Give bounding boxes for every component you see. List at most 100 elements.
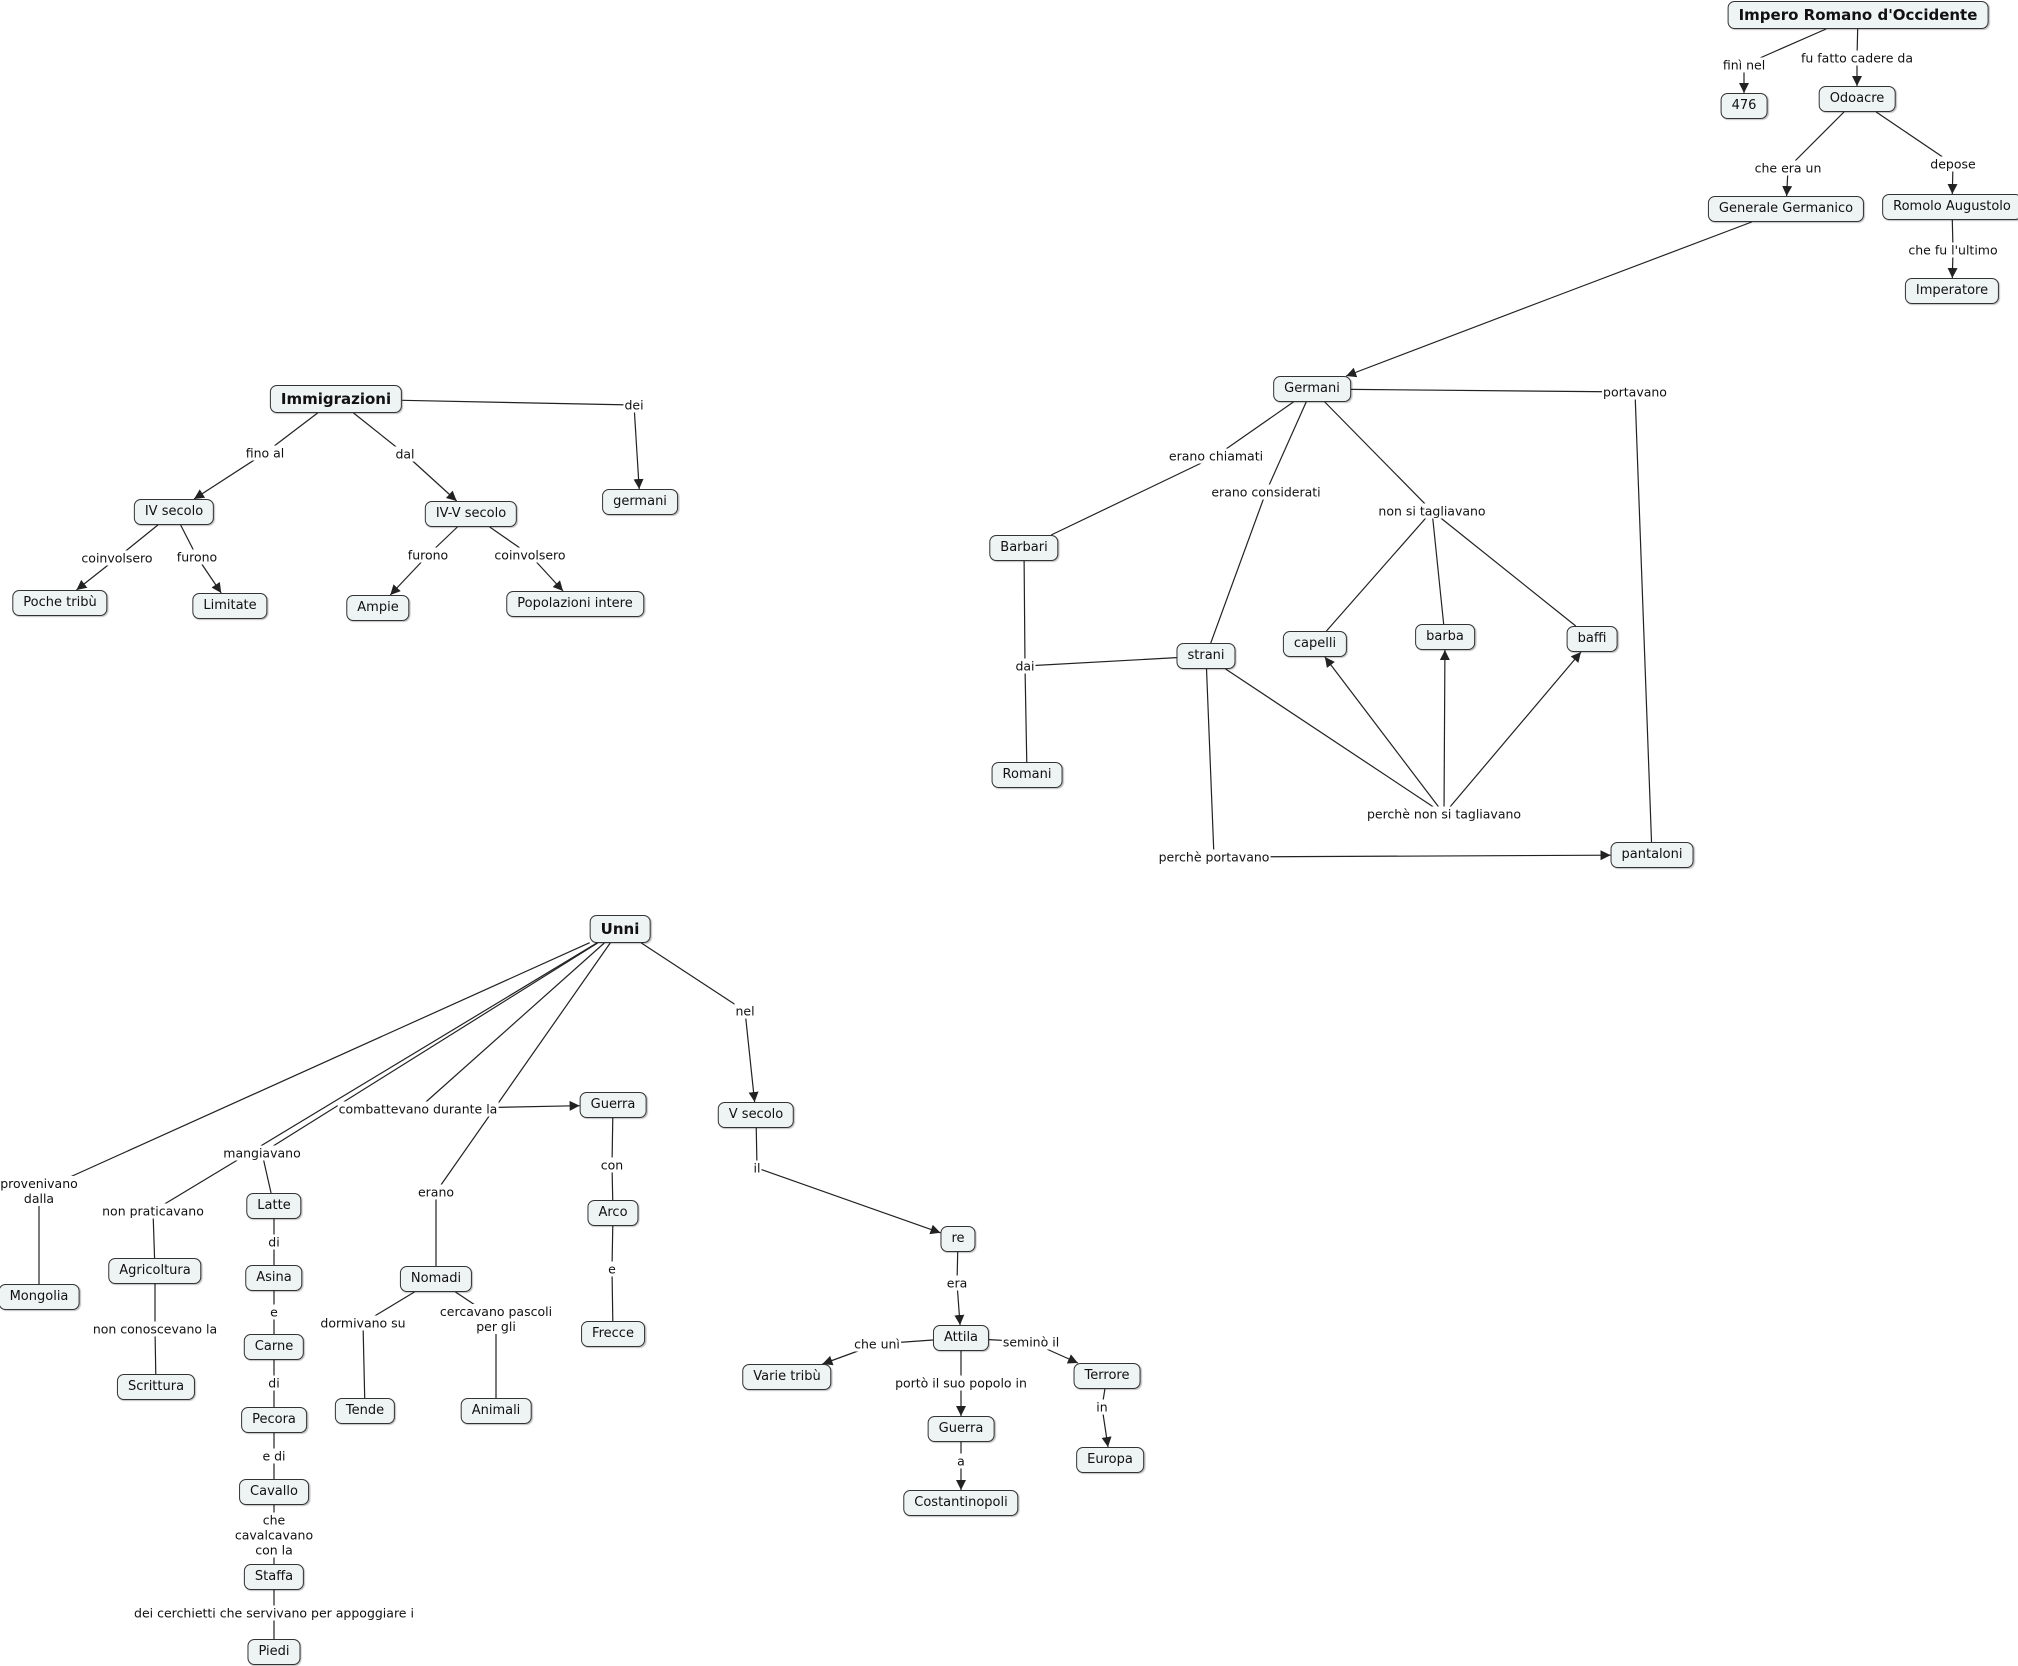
concept-guerra2[interactable]: Guerra xyxy=(927,1416,995,1442)
connector-unni-to-mangiavano xyxy=(261,942,598,1154)
concept-romolo[interactable]: Romolo Augustolo xyxy=(1882,194,2018,220)
link-label-cerchietti: dei cerchietti che servivano per appoggi… xyxy=(133,1605,415,1621)
concept-barba[interactable]: barba xyxy=(1415,624,1475,650)
concept-carne[interactable]: Carne xyxy=(243,1334,305,1360)
connector-odoacre-to-cheeraun xyxy=(1787,111,1845,169)
concept-vsec[interactable]: V secolo xyxy=(717,1102,795,1128)
concept-ampie[interactable]: Ampie xyxy=(346,595,410,621)
concept-scrittura[interactable]: Scrittura xyxy=(116,1374,196,1400)
concept-poche[interactable]: Poche tribù xyxy=(12,590,108,616)
connector-perche_port-to-pantaloni xyxy=(1213,850,1611,861)
concept-unni[interactable]: Unni xyxy=(589,915,651,943)
concept-impero[interactable]: Impero Romano d'Occidente xyxy=(1727,1,1989,29)
link-label-era: era xyxy=(945,1275,969,1291)
connector-e2-to-frecce xyxy=(611,1268,614,1322)
concept-asina[interactable]: Asina xyxy=(245,1265,303,1291)
link-label-e1: e xyxy=(269,1304,279,1320)
connector-nonconosc-to-scrittura xyxy=(154,1328,157,1375)
link-label-mangiavano: mangiavano xyxy=(222,1145,302,1161)
concept-ivvsec[interactable]: IV-V secolo xyxy=(424,501,518,527)
concept-frecce[interactable]: Frecce xyxy=(581,1321,645,1347)
link-label-pascoli: cercavano pascoli per gli xyxy=(437,1304,555,1334)
link-label-portavano: portavano xyxy=(1602,384,1668,400)
connector-nonpratic-to-agricoltura xyxy=(152,1210,156,1259)
concept-animali[interactable]: Animali xyxy=(460,1398,532,1424)
concept-ivsec[interactable]: IV secolo xyxy=(133,499,215,525)
concept-staffa[interactable]: Staffa xyxy=(243,1564,305,1590)
connector-gen_germ-to-germani xyxy=(1345,297,1552,378)
connector-strani-to-perche_port xyxy=(1205,668,1215,858)
concept-barbari[interactable]: Barbari xyxy=(989,535,1059,561)
connector-dormivano-to-tende xyxy=(362,1322,366,1399)
link-label-chiamati: erano chiamati xyxy=(1167,448,1265,464)
concept-europa[interactable]: Europa xyxy=(1076,1447,1144,1473)
concept-limitate[interactable]: Limitate xyxy=(192,593,268,619)
connector-unni-to-nel xyxy=(641,942,746,1012)
concept-capelli[interactable]: capelli xyxy=(1282,631,1348,657)
concept-strani[interactable]: strani xyxy=(1176,643,1236,669)
connector-strani-to-perche_tagl xyxy=(1225,668,1445,815)
connector-dal-to-ivvsec xyxy=(404,453,458,502)
link-label-provenivano: provenivano dalla xyxy=(0,1176,85,1206)
connector-odoacre-to-depose xyxy=(1875,111,1954,165)
connector-unni-to-provenivano xyxy=(38,942,590,1192)
concept-baffi[interactable]: baffi xyxy=(1566,626,1618,652)
link-label-perche-port: perchè portavano xyxy=(1157,849,1271,865)
concept-mongolia[interactable]: Mongolia xyxy=(0,1284,80,1310)
concept-immigrazioni[interactable]: Immigrazioni xyxy=(269,385,403,413)
connector-germani-to-considerati xyxy=(1265,401,1307,493)
concept-pantaloni[interactable]: pantaloni xyxy=(1610,842,1694,868)
link-label-combattevano: combattevano durante la xyxy=(337,1101,499,1117)
link-label-erano: erano xyxy=(416,1184,456,1200)
link-label-in: in xyxy=(1095,1399,1109,1415)
link-label-dormivano: dormivano su xyxy=(319,1315,407,1331)
concept-tende[interactable]: Tende xyxy=(334,1398,396,1424)
connector-nonsitagl-to-baffi xyxy=(1431,510,1577,627)
concept-arco[interactable]: Arco xyxy=(587,1200,639,1226)
connector-il-to-re xyxy=(756,1167,941,1235)
concept-romani[interactable]: Romani xyxy=(991,762,1063,788)
concept-terrore[interactable]: Terrore xyxy=(1073,1363,1141,1389)
concept-guerra1[interactable]: Guerra xyxy=(579,1092,647,1118)
connector-considerati-to-strani xyxy=(1210,491,1267,644)
concept-nomadi[interactable]: Nomadi xyxy=(399,1266,473,1292)
link-label-porto: portò il suo popolo in xyxy=(894,1375,1028,1391)
concept-agricoltura[interactable]: Agricoltura xyxy=(108,1258,202,1284)
link-label-edi: e di xyxy=(261,1448,287,1464)
link-label-depose: depose xyxy=(1929,156,1977,172)
concept-germani[interactable]: Germani xyxy=(1273,376,1351,402)
concept-odoacre[interactable]: Odoacre xyxy=(1818,86,1896,112)
concept-popolazioni[interactable]: Popolazioni intere xyxy=(506,591,644,617)
concept-piedi[interactable]: Piedi xyxy=(247,1639,301,1665)
connector-germani-to-chiamati xyxy=(1215,401,1294,457)
connector-unni-to-erano xyxy=(435,942,611,1193)
link-label-di2: di xyxy=(267,1375,281,1391)
concept-re[interactable]: re xyxy=(940,1226,976,1252)
concept-latte[interactable]: Latte xyxy=(246,1193,302,1219)
link-label-considerati: erano considerati xyxy=(1210,484,1322,500)
link-label-fatto: fu fatto cadere da xyxy=(1799,50,1915,66)
concept-germani2[interactable]: germani xyxy=(602,489,678,515)
connector-unni-to-nonpratic xyxy=(152,942,598,1212)
connector-germani-to-nonsitagl xyxy=(1324,401,1433,512)
concept-generale[interactable]: Generale Germanico xyxy=(1707,196,1865,222)
concept-cavallo[interactable]: Cavallo xyxy=(239,1479,309,1505)
concept-attila[interactable]: Attila xyxy=(932,1325,990,1351)
link-label-dei: dei xyxy=(623,397,645,413)
connector-finoal-to-ivsec xyxy=(193,452,266,500)
concept-476[interactable]: 476 xyxy=(1720,93,1768,119)
connector-strani-to-dai xyxy=(1024,657,1177,667)
concept-pecora[interactable]: Pecora xyxy=(241,1407,307,1433)
link-label-ultimo: che fu l'ultimo xyxy=(1907,242,1999,258)
connector-germani-to-portavano xyxy=(1350,388,1636,393)
link-label-nonconosc: non conoscevano la xyxy=(91,1321,219,1337)
concept-imperatore[interactable]: Imperatore xyxy=(1904,278,2000,304)
connector-guerra1-to-con xyxy=(611,1117,614,1166)
concept-costantinopoli[interactable]: Costantinopoli xyxy=(903,1490,1019,1516)
concept-varie[interactable]: Varie tribù xyxy=(742,1364,832,1390)
link-label-e2: e xyxy=(607,1261,617,1277)
link-label-a: a xyxy=(956,1453,966,1469)
link-label-nonpratic: non praticavano xyxy=(101,1203,205,1219)
link-label-furono1: furono xyxy=(175,549,219,565)
